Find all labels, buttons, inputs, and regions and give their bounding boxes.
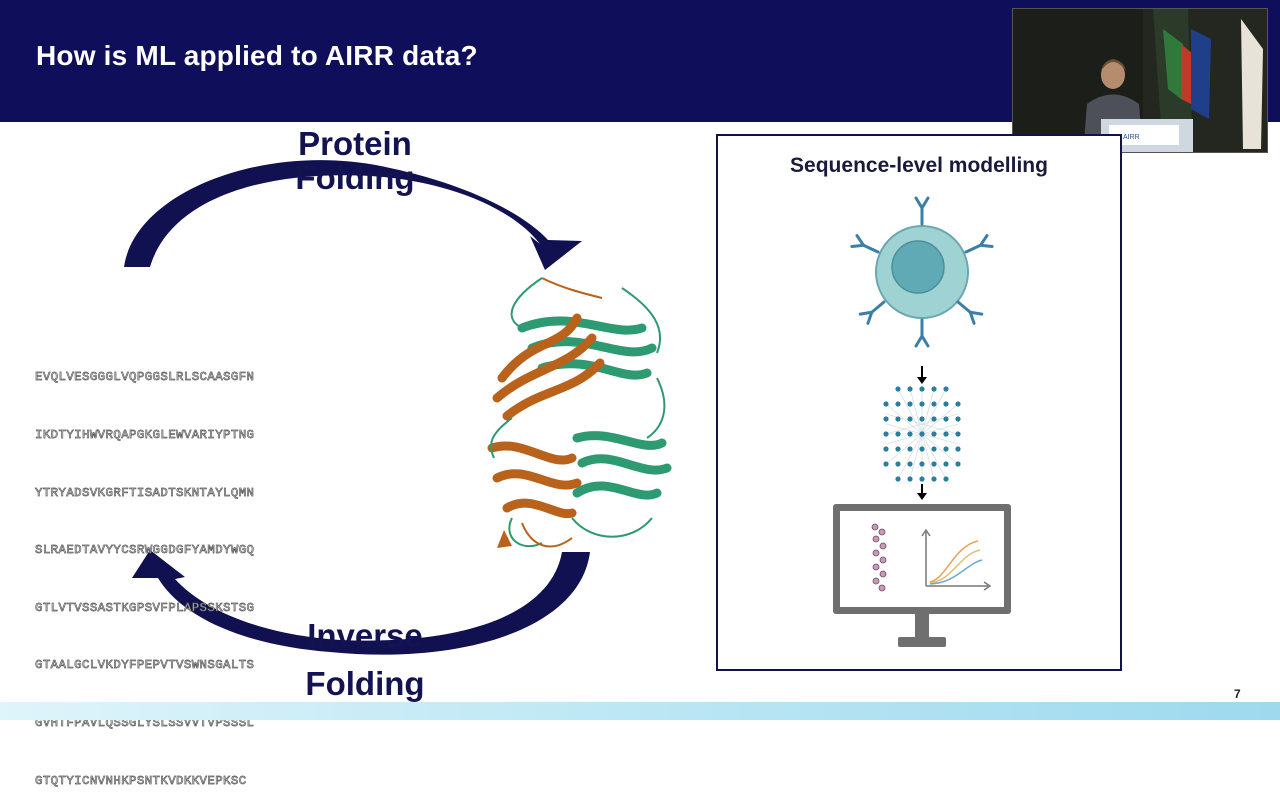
- antibody-sequence: EVQLVESGGGLVQPGGSLRLSCAASGFN IKDTYIHWVRQ…: [35, 330, 255, 810]
- sequence-line: EVQLVESGGGLVQPGGSLRLSCAASGFN: [35, 370, 255, 385]
- sequence-line: SLRAEDTAVYYCSRWGGDGFYAMDYWGQ: [35, 543, 255, 558]
- cycle-arrows: [124, 160, 590, 655]
- down-arrow-icon: [917, 366, 927, 384]
- slide-number: 7: [1234, 687, 1241, 701]
- svg-text:AIRR: AIRR: [1123, 134, 1140, 141]
- monitor-icon: [833, 504, 1011, 647]
- inverse-folding-line1: Inverse: [307, 617, 423, 654]
- protein-structure-icon: [487, 277, 672, 548]
- b-cell-icon: [875, 225, 969, 319]
- bottom-arrow-icon: [132, 550, 590, 655]
- receptor-icons: [850, 196, 994, 348]
- neural-network-icon: [883, 386, 961, 482]
- presenter-webcam: AIRR: [1012, 8, 1268, 153]
- inverse-folding-line2: Folding: [305, 664, 425, 702]
- protein-folding-label: Protein Folding: [270, 124, 440, 199]
- inverse-folding-label: Inverse Folding: [280, 612, 450, 708]
- sequence-line: GTQTYICNVNHKPSNTKVDKKVEPKSC: [35, 773, 247, 788]
- down-arrow-icon: [917, 484, 927, 500]
- top-arrow-icon: [124, 160, 582, 270]
- sequence-line: GTAALGCLVKDYFPEPVTVSWNSGALTS: [35, 658, 255, 673]
- sequence-line: YTRYADSVKGRFTISADTSKNTAYLQMN: [35, 485, 255, 500]
- panel-illustration: [833, 196, 1011, 647]
- panel-title: Sequence-level modelling: [790, 154, 1048, 177]
- sequence-line: GTLVTVSSASTKGPSVFPLAPSSKSTSG: [35, 600, 255, 615]
- presenter-video-icon: AIRR: [1013, 9, 1267, 152]
- protein-folding-line1: Protein: [298, 125, 412, 162]
- sequence-line: IKDTYIHWVRQAPGKGLEWVARIYPTNG: [35, 428, 255, 443]
- protein-folding-line2: Folding: [295, 159, 415, 197]
- footer-band: [0, 702, 1280, 720]
- slide-title: How is ML applied to AIRR data?: [36, 40, 478, 71]
